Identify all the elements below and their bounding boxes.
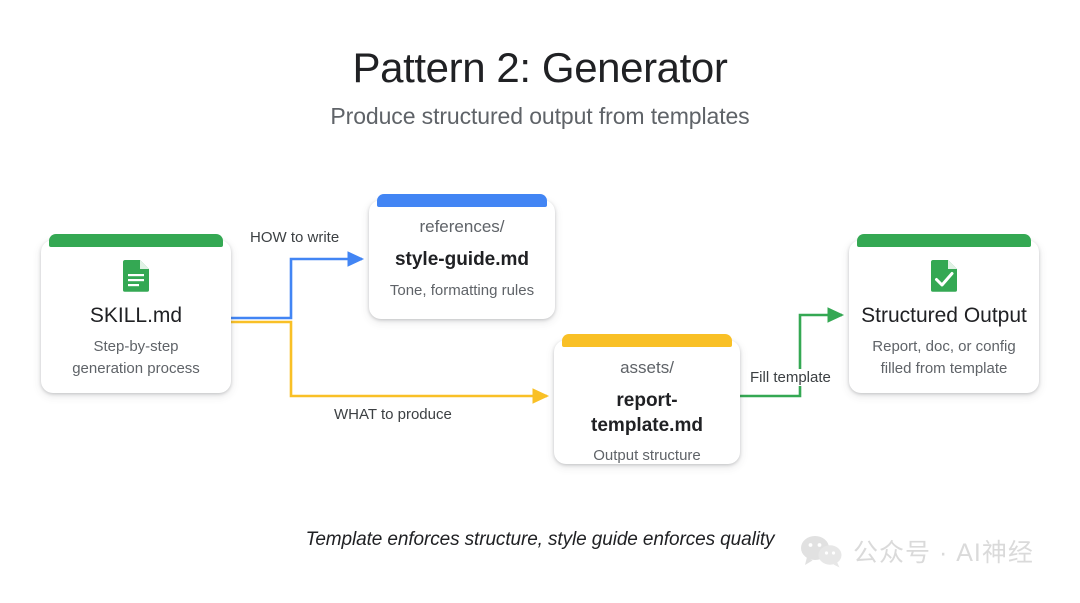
edge-what-to-produce [231, 320, 550, 404]
node-title: Structured Output [861, 304, 1027, 327]
watermark-text: 公众号 · AI神经 [853, 539, 1034, 567]
node-description: Tone, formatting rules [389, 281, 535, 299]
edge-how-to-write [231, 251, 365, 320]
node-title: report-template.md [591, 389, 703, 436]
document-check-icon [931, 260, 957, 292]
node-accent-bar [49, 234, 223, 247]
edge-fill-template [740, 307, 845, 398]
node-accent-bar [857, 234, 1031, 247]
node-description-line-2: generation process [72, 359, 200, 377]
edge-label-fill-template: Fill template [747, 369, 834, 386]
page-subtitle: Produce structured output from templates [330, 103, 750, 130]
header: Pattern 2: Generator Produce structured … [0, 44, 1080, 130]
edge-label-how-to-write: HOW to write [247, 229, 343, 246]
node-description: Step-by-step generation process [53, 336, 219, 379]
node-skill-md[interactable]: SKILL.md Step-by-step generation process [41, 234, 231, 393]
edge-label-what-to-produce: WHAT to produce [331, 406, 455, 423]
node-folder-label: references/ [419, 217, 505, 236]
node-folder-label: assets/ [620, 358, 674, 377]
node-description-line-1: Report, doc, or config [872, 338, 1016, 356]
node-references[interactable]: references/ style-guide.md Tone, formatt… [369, 194, 555, 319]
node-structured-output[interactable]: Structured Output Report, doc, or config… [849, 234, 1039, 393]
wechat-icon [801, 536, 842, 568]
node-accent-bar [562, 334, 732, 347]
node-description: Report, doc, or config filled from templ… [861, 336, 1027, 379]
node-assets[interactable]: assets/ report-template.md Output struct… [554, 334, 740, 465]
node-accent-bar [377, 194, 547, 207]
watermark: 公众号 · AI神经 [800, 533, 1034, 569]
caption: Template enforces structure, style guide… [305, 529, 775, 550]
node-title: style-guide.md [394, 248, 530, 270]
node-title: SKILL.md [89, 304, 183, 327]
node-description-line-2: filled from template [880, 359, 1008, 377]
node-description: Output structure [593, 447, 701, 465]
document-lines-icon [123, 260, 149, 292]
page-title: Pattern 2: Generator [352, 44, 728, 91]
node-description-line-1: Step-by-step [93, 338, 179, 356]
